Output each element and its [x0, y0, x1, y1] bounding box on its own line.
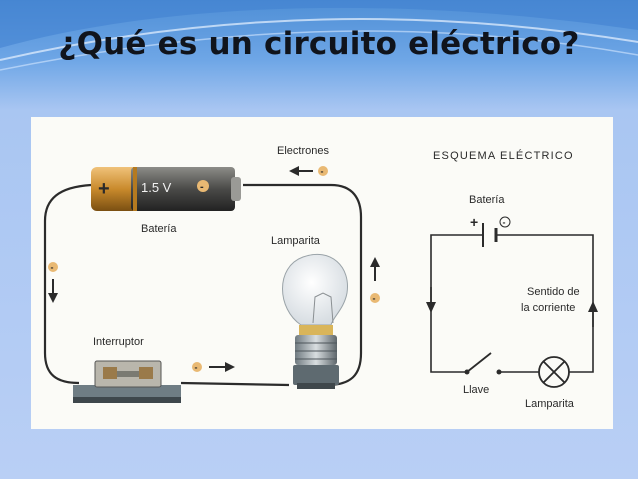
battery-minus-dot — [197, 180, 209, 192]
current-direction-line1: Sentido de — [527, 286, 580, 298]
electrons-label: Electrones — [277, 145, 329, 157]
schematic-arrow-right — [588, 301, 598, 327]
electron-dot-top — [318, 166, 328, 176]
electron-sign-top: - — [321, 167, 324, 177]
electron-sign-bottom: - — [195, 363, 198, 373]
battery-minus-sign: - — [200, 181, 204, 193]
electron-dot-bottom — [192, 362, 202, 372]
bulb-label: Lamparita — [271, 235, 321, 247]
electron-dot-left — [48, 262, 58, 272]
header-swoosh — [0, 0, 638, 71]
electron-flow-arrow-left — [48, 279, 58, 303]
switch — [73, 360, 181, 403]
schematic-switch-symbol — [464, 352, 502, 375]
electron-sign-right: - — [373, 294, 376, 304]
schematic-switch-label: Llave — [463, 384, 489, 396]
light-bulb — [282, 253, 348, 389]
pictorial-wires — [43, 183, 363, 387]
battery-plus-sign: + — [98, 178, 110, 200]
schematic-lamp-symbol — [538, 356, 570, 388]
slide-title: ¿Qué es un circuito eléctrico? — [58, 26, 580, 62]
electron-sign-left: - — [51, 263, 54, 273]
schematic-plus-sign: + — [470, 214, 478, 230]
battery — [91, 167, 241, 211]
schematic-battery-symbol — [482, 223, 498, 247]
schematic-minus-circle — [499, 216, 511, 228]
switch-label: Interruptor — [93, 336, 144, 348]
electron-dot-right — [370, 293, 380, 303]
battery-voltage-label: 1.5 V — [141, 180, 172, 195]
schematic-battery-label: Batería — [469, 194, 505, 206]
battery-label: Batería — [141, 223, 177, 235]
electron-flow-arrow-top — [289, 166, 313, 176]
schematic-lamp-label: Lamparita — [525, 398, 575, 410]
current-direction-line2: la corriente — [521, 302, 575, 314]
circuit-illustration: + 1.5 V - Batería Electrones - - - Lampa… — [31, 117, 613, 429]
electron-flow-arrow-bottom — [209, 362, 235, 372]
schematic-arrow-left — [426, 287, 436, 313]
schematic-heading: ESQUEMA ELÉCTRICO — [433, 149, 574, 162]
electron-flow-arrow-right — [370, 257, 380, 281]
schematic-minus-sign: - — [503, 218, 506, 228]
